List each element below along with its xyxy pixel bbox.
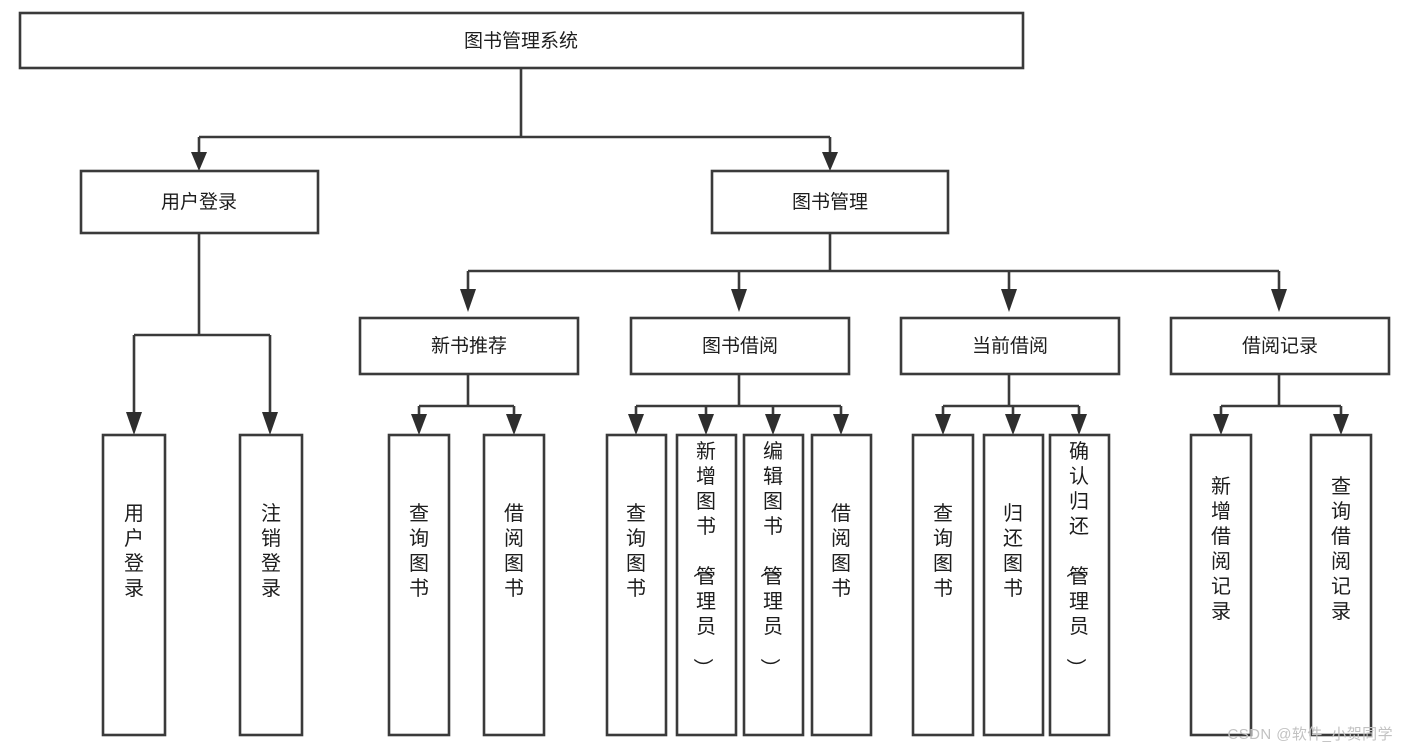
node-leaf-confirm-return-box[interactable] xyxy=(1048,433,1111,737)
node-leaf-confirm-return[interactable]: 确认归还（管理员） xyxy=(1048,433,1111,737)
node-current-borrow[interactable]: 当前借阅 xyxy=(899,316,1121,376)
arrow-head-leaf-borrow-book-1 xyxy=(506,414,522,435)
node-book-manage-box[interactable] xyxy=(710,169,950,235)
arrow-head-leaf-edit-book xyxy=(765,414,781,435)
node-book-manage-label: 图书管理 xyxy=(792,191,868,213)
arrow-head-leaf-return-book xyxy=(1005,414,1021,435)
node-leaf-user-logout[interactable]: 注销登录 xyxy=(238,433,304,737)
arrow-head-leaf-query-record xyxy=(1333,414,1349,435)
arrow-head-leaf-borrow-book-2 xyxy=(833,414,849,435)
node-root[interactable]: 图书管理系统 xyxy=(18,11,1025,70)
node-user-login-label: 用户登录 xyxy=(161,191,237,213)
node-leaf-query-record-box[interactable] xyxy=(1309,433,1373,737)
arrow-head-leaf-add-record xyxy=(1213,414,1229,435)
arrow-head-leaf-user-logout xyxy=(262,412,278,435)
node-leaf-add-record-label: 新增借阅记录 xyxy=(1211,475,1231,623)
node-leaf-user-login-label: 用户登录 xyxy=(124,503,144,600)
arrow-head-leaf-add-book xyxy=(698,414,714,435)
node-book-borrow-label: 图书借阅 xyxy=(702,335,778,357)
leaf-layer: 用户登录 注销登录 查询图书 借阅图书 查询图书 新增图书（管理员） xyxy=(101,433,1373,737)
node-new-book-recommend-label: 新书推荐 xyxy=(431,335,507,357)
arrow-head-leaf-query-book-3 xyxy=(935,414,951,435)
node-leaf-query-record[interactable]: 查询借阅记录 xyxy=(1309,433,1373,737)
arrow-head-borrow-record xyxy=(1271,289,1287,312)
connector-layer xyxy=(126,68,1349,435)
node-leaf-query-book-2-label: 查询图书 xyxy=(626,502,646,600)
node-leaf-query-book-1[interactable]: 查询图书 xyxy=(387,433,451,737)
arrow-head-leaf-user-login xyxy=(126,412,142,435)
node-leaf-add-book[interactable]: 新增图书（管理员） xyxy=(675,433,738,737)
node-leaf-query-book-1-label: 查询图书 xyxy=(409,502,429,600)
node-leaf-add-record[interactable]: 新增借阅记录 xyxy=(1189,433,1253,737)
node-borrow-record-box[interactable] xyxy=(1169,316,1391,376)
node-root-box[interactable] xyxy=(18,11,1025,70)
node-leaf-borrow-book-1-label: 借阅图书 xyxy=(504,502,524,600)
node-leaf-borrow-book-2-label: 借阅图书 xyxy=(831,502,851,600)
node-leaf-borrow-book-1[interactable]: 借阅图书 xyxy=(482,433,546,737)
arrow-head-leaf-confirm-return xyxy=(1071,414,1087,435)
node-leaf-edit-book-box[interactable] xyxy=(742,433,805,737)
node-book-borrow-box[interactable] xyxy=(629,316,851,376)
node-leaf-edit-book-label: 编辑图书（管理员） xyxy=(758,440,783,678)
node-leaf-add-book-box[interactable] xyxy=(675,433,738,737)
arrow-head-current-borrow xyxy=(1001,289,1017,312)
node-leaf-query-book-2[interactable]: 查询图书 xyxy=(605,433,668,737)
node-leaf-query-record-label: 查询借阅记录 xyxy=(1331,475,1351,623)
node-leaf-return-book-label: 归还图书 xyxy=(1003,502,1023,600)
node-borrow-record[interactable]: 借阅记录 xyxy=(1169,316,1391,376)
node-leaf-user-login-box[interactable] xyxy=(101,433,167,737)
node-leaf-return-book-box[interactable] xyxy=(982,433,1045,737)
node-user-login[interactable]: 用户登录 xyxy=(79,169,320,235)
node-leaf-query-book-1-box[interactable] xyxy=(387,433,451,737)
node-leaf-query-book-3-box[interactable] xyxy=(911,433,975,737)
arrow-head-new-book-recommend xyxy=(460,289,476,312)
node-user-login-box[interactable] xyxy=(79,169,320,235)
node-leaf-user-login[interactable]: 用户登录 xyxy=(101,433,167,737)
node-leaf-user-logout-box[interactable] xyxy=(238,433,304,737)
node-leaf-borrow-book-2[interactable]: 借阅图书 xyxy=(810,433,873,737)
csdn-watermark: CSDN @软件_小贺同学 xyxy=(1227,726,1393,743)
node-leaf-add-book-label: 新增图书（管理员） xyxy=(691,440,716,678)
node-leaf-query-book-3-label: 查询图书 xyxy=(933,502,953,600)
node-book-borrow[interactable]: 图书借阅 xyxy=(629,316,851,376)
node-leaf-confirm-return-label: 确认归还（管理员） xyxy=(1064,440,1089,678)
node-leaf-return-book[interactable]: 归还图书 xyxy=(982,433,1045,737)
arrow-head-user-login xyxy=(191,152,207,171)
node-current-borrow-box[interactable] xyxy=(899,316,1121,376)
arrow-head-leaf-query-book-1 xyxy=(411,414,427,435)
node-leaf-query-book-2-box[interactable] xyxy=(605,433,668,737)
node-current-borrow-label: 当前借阅 xyxy=(972,335,1048,357)
arrow-head-book-borrow xyxy=(731,289,747,312)
node-leaf-query-book-3[interactable]: 查询图书 xyxy=(911,433,975,737)
node-borrow-record-label: 借阅记录 xyxy=(1242,335,1318,357)
node-leaf-user-logout-label: 注销登录 xyxy=(261,502,281,600)
node-leaf-add-record-box[interactable] xyxy=(1189,433,1253,737)
arrow-head-book-manage xyxy=(822,152,838,171)
node-leaf-edit-book[interactable]: 编辑图书（管理员） xyxy=(742,433,805,737)
arrow-head-leaf-query-book-2 xyxy=(628,414,644,435)
node-new-book-recommend-box[interactable] xyxy=(358,316,580,376)
node-root-label: 图书管理系统 xyxy=(464,30,578,52)
node-leaf-borrow-book-2-box[interactable] xyxy=(810,433,873,737)
node-leaf-borrow-book-1-box[interactable] xyxy=(482,433,546,737)
node-new-book-recommend[interactable]: 新书推荐 xyxy=(358,316,580,376)
node-book-manage[interactable]: 图书管理 xyxy=(710,169,950,235)
